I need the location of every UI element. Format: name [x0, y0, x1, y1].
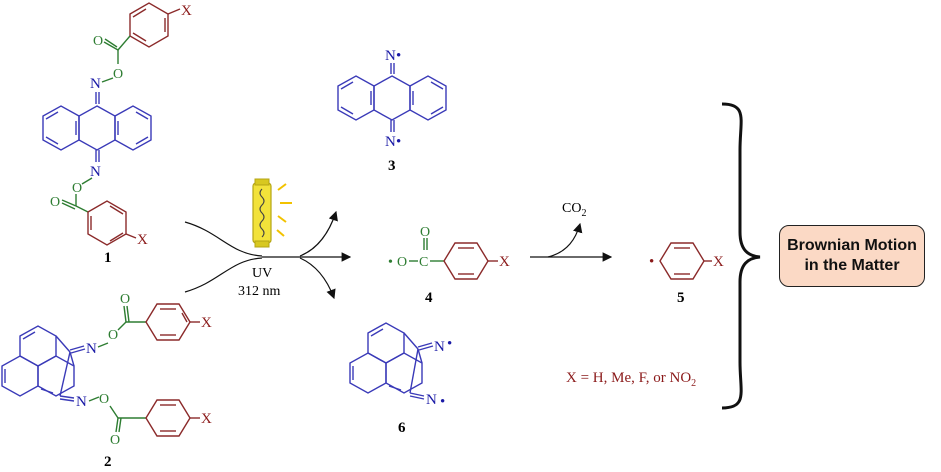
- x-substituent: X: [137, 232, 148, 248]
- carbon-atom: C: [419, 255, 428, 270]
- oxygen-atom: O: [120, 292, 130, 307]
- condition-uv: UV: [252, 266, 272, 281]
- compound-4: • O C O X 4: [388, 225, 510, 306]
- x-substituent: X: [713, 254, 724, 270]
- compound-label-6: 6: [398, 420, 406, 436]
- oxygen-atom: O: [99, 392, 109, 407]
- outcome-line-1: Brownian Motion: [787, 237, 917, 254]
- compound-2: N O O X N O O X 2: [1, 292, 212, 470]
- oxygen-atom: O: [397, 255, 407, 270]
- compound-label-3: 3: [388, 158, 396, 174]
- nitrogen-atom: N: [385, 134, 396, 150]
- oxygen-atom: O: [113, 67, 123, 82]
- oxygen-atom: O: [72, 181, 82, 196]
- outcome-line-2: in the Matter: [804, 257, 900, 274]
- x-substituent: X: [181, 3, 192, 19]
- compound-label-4: 4: [425, 290, 433, 306]
- nitrogen-atom: N: [426, 392, 437, 408]
- compound-label-5: 5: [677, 290, 685, 306]
- radical-dot: •: [649, 254, 654, 270]
- compound-1: X O O N N O O: [42, 2, 192, 266]
- oxygen-atom: O: [93, 34, 103, 49]
- radical-dot: •: [396, 134, 401, 150]
- nitrogen-atom: N: [434, 339, 445, 355]
- uv-lamp-icon: [252, 178, 292, 248]
- oxygen-atom: O: [50, 195, 60, 210]
- oxygen-atom: O: [420, 225, 430, 240]
- nitrogen-atom: N: [385, 48, 396, 64]
- oxygen-atom: O: [108, 328, 118, 343]
- compound-3: N • N • 3: [337, 48, 447, 174]
- curly-brace: [721, 102, 761, 410]
- compound-6: N • N • 6: [349, 322, 452, 436]
- reaction-arrows: [184, 210, 352, 300]
- nitrogen-atom: N: [90, 76, 101, 92]
- compound-label-2: 2: [104, 454, 112, 470]
- co2-label: CO2: [562, 201, 586, 219]
- radical-dot: •: [388, 255, 393, 270]
- oxygen-atom: O: [110, 433, 120, 448]
- compound-label-1: 1: [104, 250, 112, 266]
- x-substituent: X: [499, 254, 510, 270]
- nitrogen-atom: N: [90, 164, 101, 180]
- brownian-motion-box: Brownian Motion in the Matter: [779, 225, 925, 287]
- substituent-definition: X = H, Me, F, or NO2: [566, 370, 696, 389]
- compound-5: • X 5: [649, 242, 724, 306]
- nitrogen-atom: N: [76, 394, 87, 410]
- radical-dot: •: [396, 48, 401, 64]
- x-substituent: X: [201, 411, 212, 427]
- nitrogen-atom: N: [86, 341, 97, 357]
- condition-wavelength: 312 nm: [238, 284, 281, 299]
- radical-dot: •: [447, 336, 452, 352]
- radical-dot: •: [440, 394, 445, 410]
- x-substituent: X: [201, 315, 212, 331]
- aryl-ring: [129, 2, 169, 48]
- decarboxylation-arrow: [530, 222, 613, 262]
